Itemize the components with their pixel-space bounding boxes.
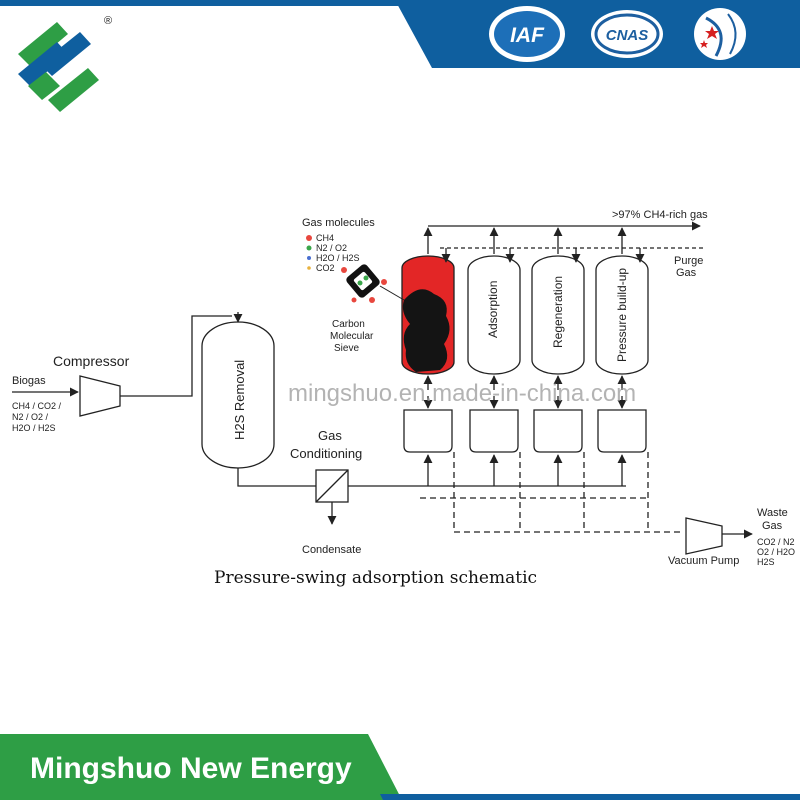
iaf-badge-text: IAF: [510, 24, 545, 47]
header-band: [0, 0, 800, 68]
lower-chambers: [403, 409, 647, 453]
ch4-swatch: [306, 235, 312, 241]
feed-riser-arrows: [423, 454, 627, 486]
waste-composition-line-1: CO2 / N2: [757, 537, 795, 547]
compressor-label: Compressor: [53, 353, 130, 369]
waste-gas-label-1: Waste: [757, 507, 788, 519]
footer-band: Mingshuo New Energy: [0, 734, 800, 800]
h2s-outlet-line: [237, 468, 316, 487]
adsorption-vessel: [467, 255, 521, 375]
compressor-icon: [79, 375, 121, 417]
pressure-buildup-vessel: [595, 255, 649, 375]
co2-swatch: [307, 266, 311, 270]
gas-molecules-legend: CH4 N2 / O2 H2O / H2S CO2: [306, 233, 360, 273]
biogas-label: Biogas: [12, 375, 46, 387]
waste-gas-dashed-lines: [420, 452, 684, 533]
purge-label-1: Purge: [674, 255, 703, 267]
waste-composition-line-2: O2 / H2O: [757, 547, 795, 557]
regeneration-vessel: [531, 255, 585, 375]
legend-co2: CO2: [316, 263, 335, 273]
product-gas-label: >97% CH4-rich gas: [612, 209, 708, 221]
cma-badge-icon: [694, 8, 746, 60]
legend-h2o-h2s: H2O / H2S: [316, 253, 360, 263]
sieve-particle-icon: [341, 264, 405, 303]
carbon-granules-icon: [402, 289, 450, 372]
carbon-sieve-label-2: Molecular: [330, 331, 374, 342]
pressure-buildup-label: Pressure build-up: [615, 268, 629, 362]
regeneration-label: Regeneration: [551, 276, 565, 348]
carbon-sieve-label-1: Carbon: [332, 319, 365, 330]
waste-composition-line-3: H2S: [757, 557, 775, 567]
company-name: Mingshuo New Energy: [30, 752, 352, 785]
valve-arrows: [423, 375, 627, 409]
n2-o2-swatch: [306, 245, 312, 251]
waste-gas-label-2: Gas: [762, 520, 783, 532]
purge-arrows: [441, 248, 645, 263]
gas-conditioning-label-2: Conditioning: [290, 446, 362, 461]
registered-mark: ®: [104, 15, 112, 27]
condensate-label: Condensate: [302, 544, 361, 556]
feed-composition-line-3: H2O / H2S: [12, 423, 56, 433]
vacuum-pump-label: Vacuum Pump: [668, 555, 739, 567]
gas-conditioning-label-1: Gas: [318, 428, 342, 443]
filter-diagonal: [315, 469, 349, 503]
mingshuo-logo-icon: [18, 22, 99, 112]
cnas-badge: CNAS: [591, 10, 663, 58]
vacuum-pump-icon: [685, 517, 723, 555]
adsorption-label: Adsorption: [486, 281, 500, 338]
cnas-badge-text: CNAS: [606, 27, 649, 44]
watermark-text: mingshuo.en.made-in-china.com: [288, 380, 636, 407]
legend-ch4: CH4: [316, 233, 334, 243]
product-riser-arrows: [423, 227, 627, 254]
pressure-swing-adsorption-diagram: Biogas CH4 / CO2 / N2 / O2 / H2O / H2S C…: [12, 209, 795, 567]
gas-molecules-title: Gas molecules: [302, 217, 375, 229]
footer-blue-strip: [380, 794, 800, 800]
carbon-sieve-label-3: Sieve: [334, 343, 359, 354]
legend-n2-o2: N2 / O2: [316, 243, 347, 253]
iaf-badge: IAF: [489, 6, 565, 62]
diagram-caption: Pressure-swing adsorption schematic: [214, 568, 537, 588]
feed-composition-line-2: N2 / O2 /: [12, 412, 49, 422]
carbon-sieve-vessel: [401, 255, 455, 375]
compressor-outlet-line: [120, 315, 232, 397]
feed-composition-line-1: CH4 / CO2 /: [12, 401, 62, 411]
h2s-removal-label: H2S Removal: [232, 360, 247, 440]
footer-green-panel: [0, 734, 402, 800]
purge-label-2: Gas: [676, 267, 697, 279]
h2o-h2s-swatch: [307, 256, 311, 260]
